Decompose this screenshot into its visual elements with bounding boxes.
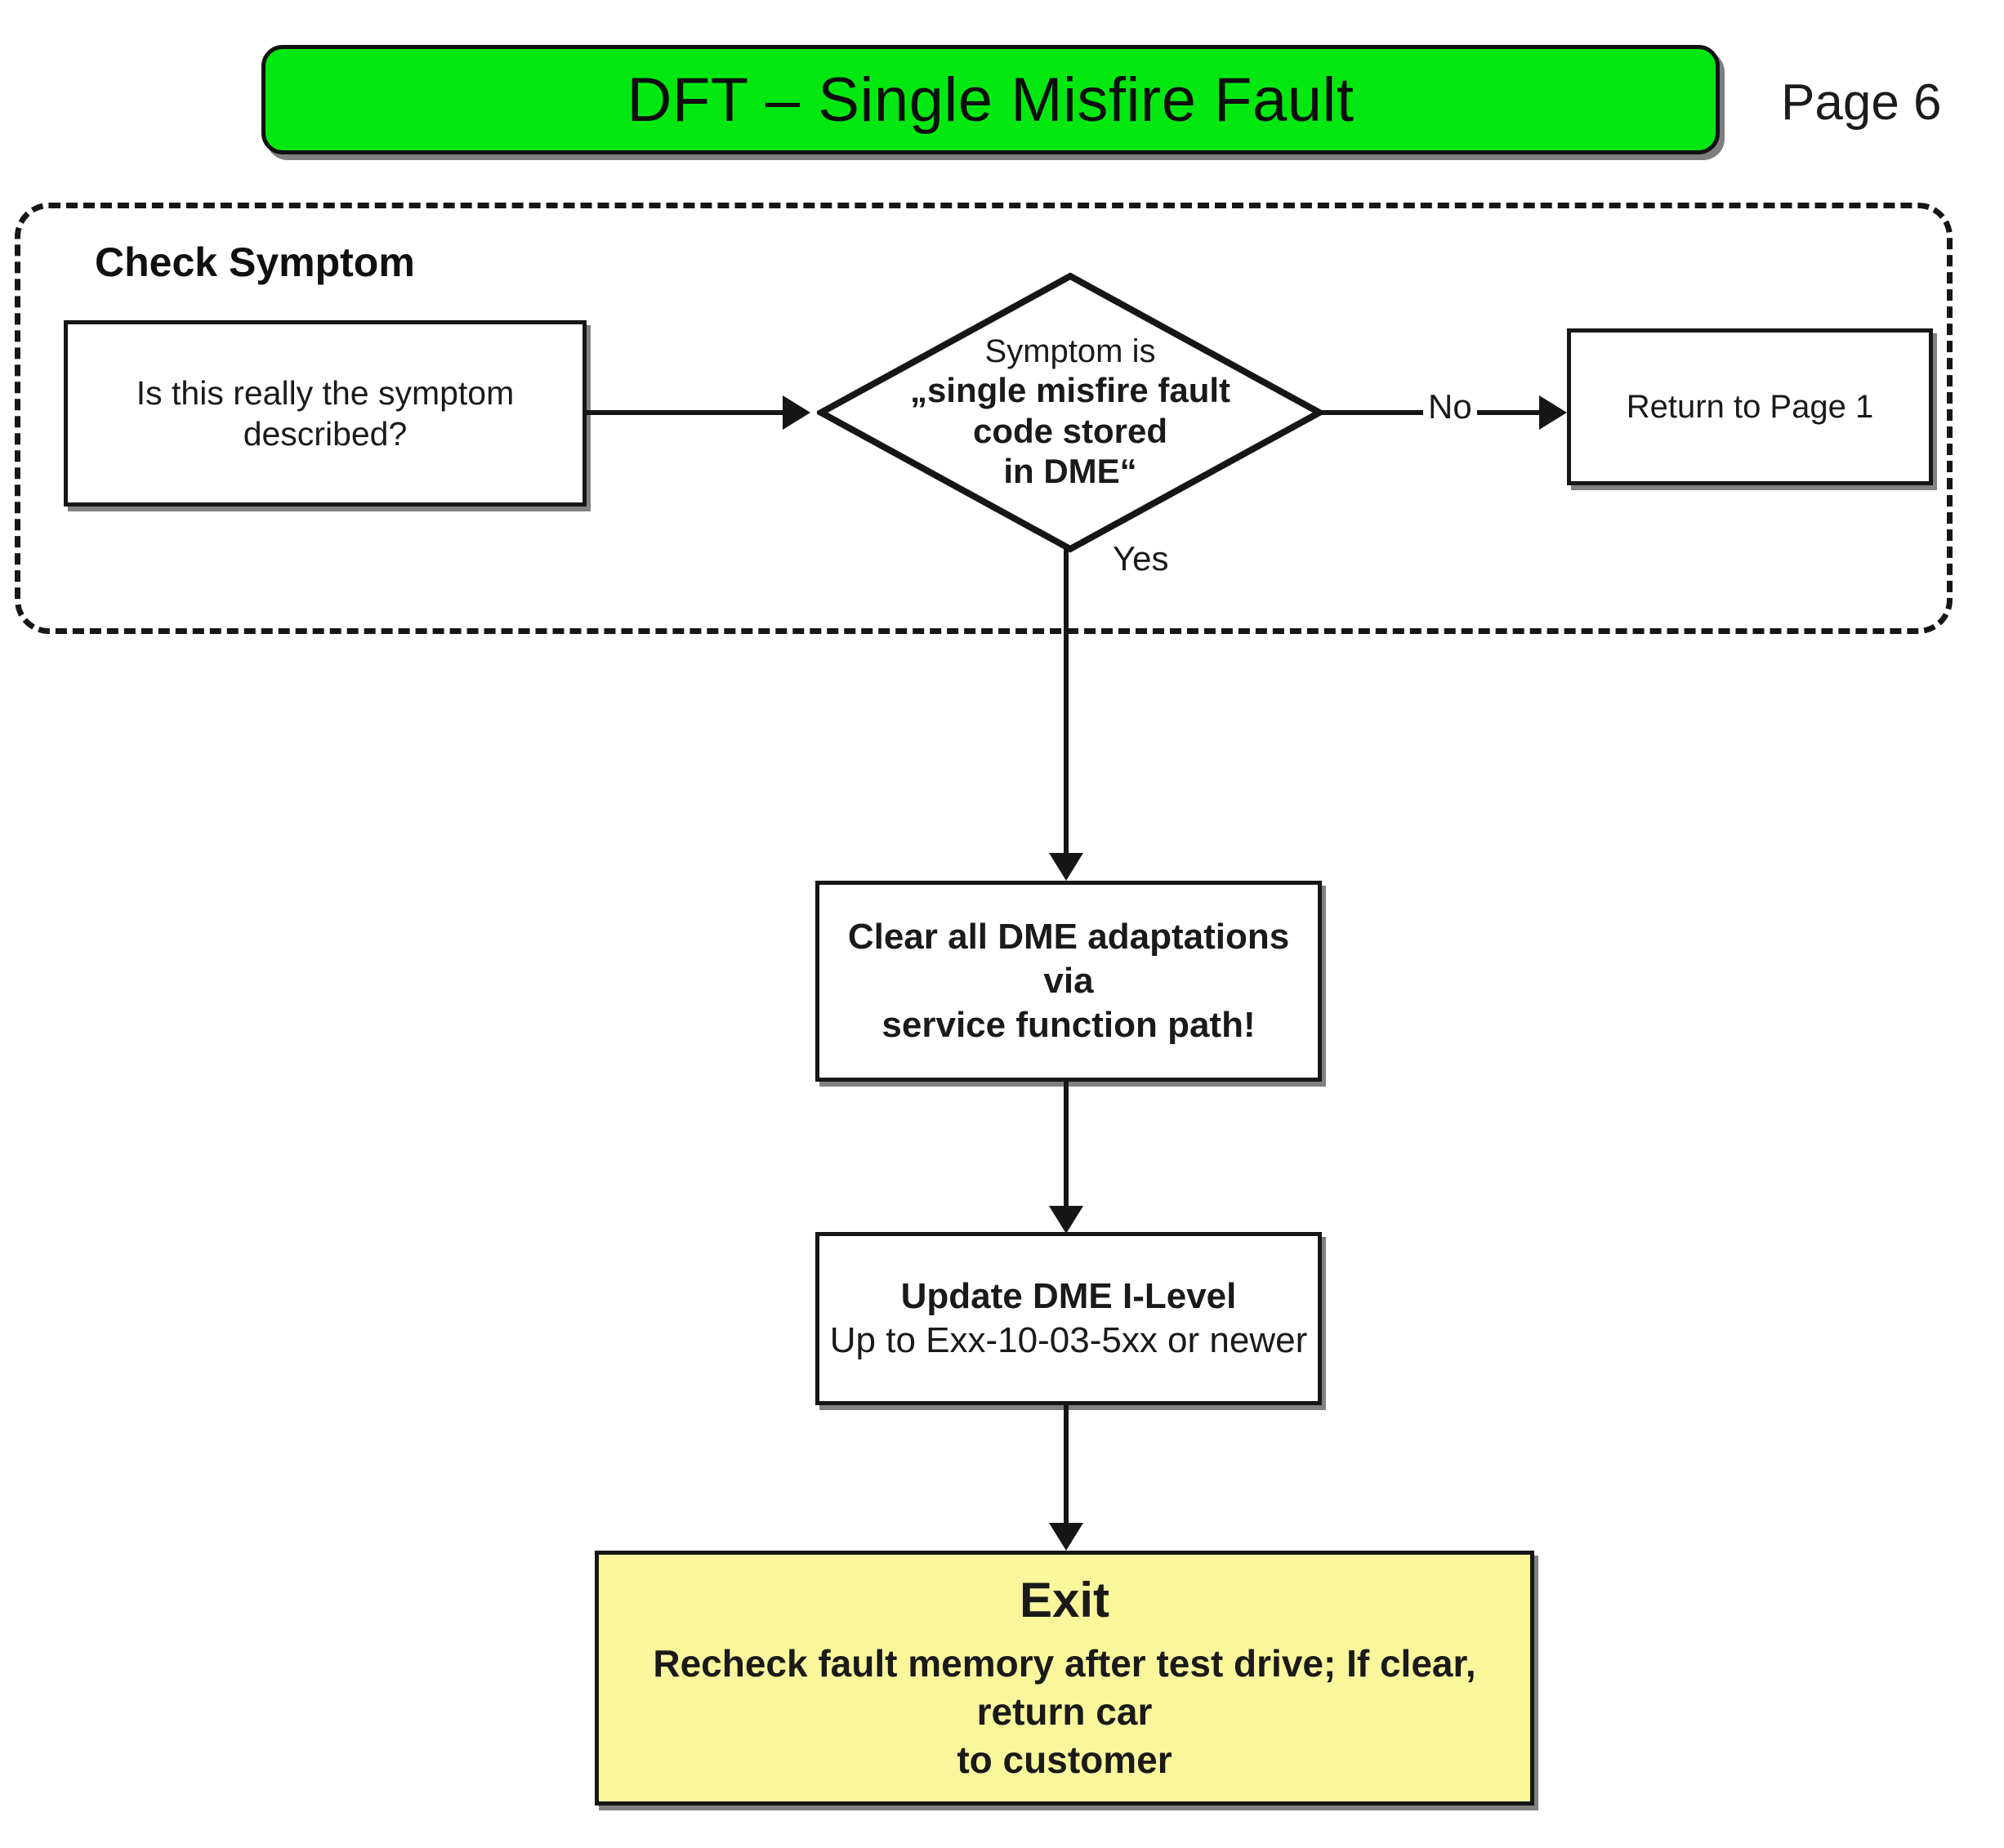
node-update-ilevel-line1: Update DME I-Level [900,1276,1237,1317]
node-clear-adaptations-line2: service function path! [881,1004,1256,1045]
node-return-to-page-1[interactable]: Return to Page 1 [1567,328,1933,485]
node-symptom-check-line2: described? [243,415,408,453]
node-exit[interactable]: Exit Recheck fault memory after test dri… [595,1551,1534,1806]
edge-update-to-exit-arrow [1049,1523,1083,1551]
decision-diamond-shape [817,272,1323,553]
edge-symptom-to-decision-line [587,410,783,415]
node-symptom-check-line1: Is this really the symptom [136,373,515,412]
edge-decision-yes-arrow [1049,853,1083,881]
edge-decision-no-arrow [1539,395,1567,430]
node-exit-line2: to customer [957,1738,1172,1781]
edge-decision-yes-line [1064,547,1069,853]
page-number-label: Page 6 [1781,74,1942,131]
node-symptom-check[interactable]: Is this really the symptom described? [64,320,587,507]
edge-label-no: No [1423,387,1477,426]
node-clear-adaptations-line1: Clear all DME adaptations via [847,917,1290,1002]
edge-clear-to-update-line [1064,1082,1069,1206]
node-decision[interactable]: Symptom is „single misfire fault code st… [817,272,1323,553]
edge-label-yes: Yes [1113,539,1169,578]
node-exit-title: Exit [1019,1573,1110,1628]
check-symptom-group [15,203,1953,634]
node-exit-line1: Recheck fault memory after test drive; I… [653,1642,1476,1734]
node-update-ilevel-line2: Up to Exx-10-03-5xx or newer [829,1320,1308,1360]
node-return-to-page-1-label: Return to Page 1 [1626,388,1874,425]
edge-update-to-exit-line [1064,1405,1069,1523]
node-clear-adaptations[interactable]: Clear all DME adaptations via service fu… [815,881,1322,1082]
node-update-ilevel[interactable]: Update DME I-Level Up to Exx-10-03-5xx o… [815,1232,1322,1405]
edge-symptom-to-decision-arrow [783,395,810,430]
check-symptom-group-label: Check Symptom [95,239,415,285]
title-banner: DFT – Single Misfire Fault [261,45,1720,154]
page-title: DFT – Single Misfire Fault [627,65,1355,135]
edge-clear-to-update-arrow [1049,1206,1083,1234]
